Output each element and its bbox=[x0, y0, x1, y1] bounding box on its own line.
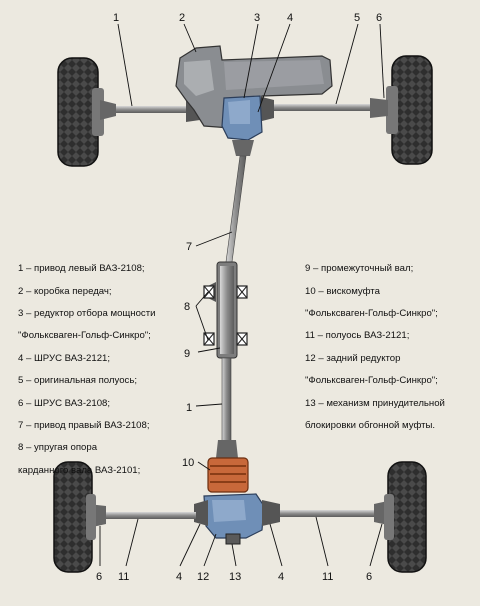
front-axle bbox=[57, 45, 433, 167]
rear-left-inner-cv bbox=[194, 500, 208, 526]
callout-bottom-11-left: 11 bbox=[118, 571, 129, 583]
callout-top-1: 1 bbox=[113, 12, 119, 24]
callout-bottom-6-left: 6 bbox=[96, 571, 102, 583]
callout-10: 10 bbox=[182, 457, 194, 469]
callout-7: 7 bbox=[186, 241, 192, 253]
legend-item: "Фольксваген-Гольф-Синкро"; bbox=[305, 308, 438, 320]
elastic-support-lower bbox=[203, 332, 248, 346]
transfer-case bbox=[221, 95, 263, 141]
elastic-support-upper bbox=[203, 282, 248, 302]
callout-bottom-11-right: 11 bbox=[322, 571, 333, 583]
right-half-shaft bbox=[270, 104, 378, 111]
legend-item: 9 – промежуточный вал; bbox=[305, 263, 414, 275]
legend-item: блокировки обгонной муфты. bbox=[305, 420, 436, 432]
callout-top-4: 4 bbox=[287, 12, 293, 24]
rear-axle bbox=[53, 457, 427, 573]
viscous-coupling bbox=[207, 457, 249, 493]
callout-numbers: 1 2 3 4 5 6 7 8 9 1 10 6 11 4 12 13 4 11… bbox=[96, 12, 382, 583]
callout-top-6: 6 bbox=[376, 12, 382, 24]
legend-item: "Фольксваген-Гольф-Синкро"; bbox=[305, 375, 438, 387]
callout-top-5: 5 bbox=[354, 12, 360, 24]
legend-item: 7 – привод правый ВАЗ-2108; bbox=[18, 420, 150, 432]
callout-1-middle: 1 bbox=[186, 402, 192, 414]
rear-left-half-shaft bbox=[104, 512, 196, 519]
callout-bottom-4-right: 4 bbox=[278, 571, 284, 583]
legend-item: 2 – коробка передач; bbox=[18, 285, 112, 297]
legend-item: 12 – задний редуктор bbox=[305, 352, 401, 364]
legend-item: 5 – оригинальная полуось; bbox=[18, 375, 138, 387]
callout-top-3: 3 bbox=[254, 12, 260, 24]
front-right-wheel bbox=[386, 55, 433, 165]
propeller-shaft bbox=[203, 155, 248, 458]
legend-item: 6 – ШРУС ВАЗ-2108; bbox=[18, 397, 111, 409]
legend-item: 11 – полуось ВАЗ-2121; bbox=[305, 330, 410, 342]
legend-item: 13 – механизм принудительной bbox=[305, 397, 445, 409]
callout-8: 8 bbox=[184, 301, 190, 313]
legend-item: 4 – ШРУС ВАЗ-2121; bbox=[18, 352, 111, 364]
rear-differential bbox=[203, 493, 265, 545]
rear-left-wheel bbox=[53, 461, 96, 573]
legend-item: "Фольксваген-Гольф-Синкро"; bbox=[18, 330, 151, 342]
front-left-wheel bbox=[57, 57, 104, 167]
rear-right-wheel bbox=[384, 461, 427, 573]
lock-mechanism bbox=[225, 533, 241, 545]
legend-left: 1 – привод левый ВАЗ-2108; 2 – коробка п… bbox=[18, 252, 213, 487]
right-cv-joint bbox=[258, 96, 388, 122]
callout-bottom-13: 13 bbox=[229, 571, 241, 583]
callout-bottom-12: 12 bbox=[197, 571, 209, 583]
callout-9: 9 bbox=[184, 348, 190, 360]
leader-lines bbox=[99, 23, 385, 567]
callout-top-2: 2 bbox=[179, 12, 185, 24]
legend-item: 1 – привод левый ВАЗ-2108; bbox=[18, 263, 145, 275]
left-drive-shaft bbox=[104, 106, 190, 113]
rear-right-half-shaft bbox=[280, 510, 376, 517]
legend-item: 10 – вискомуфта bbox=[305, 285, 380, 297]
legend-right: 9 – промежуточный вал; 10 – вискомуфта "… bbox=[305, 252, 475, 442]
legend-item: 3 – редуктор отбора мощности bbox=[18, 308, 156, 320]
rear-right-inner-cv bbox=[262, 500, 280, 526]
callout-bottom-4-left: 4 bbox=[176, 571, 182, 583]
gearbox bbox=[175, 45, 333, 129]
legend-item: карданного вала ВАЗ-2101; bbox=[18, 464, 141, 476]
callout-bottom-6-right: 6 bbox=[366, 571, 372, 583]
propshaft-front-cv bbox=[232, 140, 254, 156]
legend-item: 8 – упругая опора bbox=[18, 442, 98, 454]
